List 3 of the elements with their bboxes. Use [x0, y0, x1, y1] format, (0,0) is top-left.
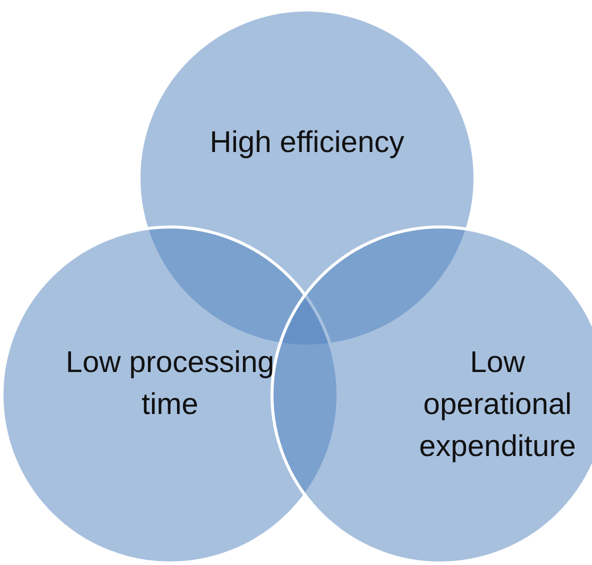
- circle-label: Low operational expenditure: [418, 345, 577, 465]
- circle-label: High efficiency: [208, 125, 406, 161]
- circle-label: Low processing time: [64, 345, 276, 423]
